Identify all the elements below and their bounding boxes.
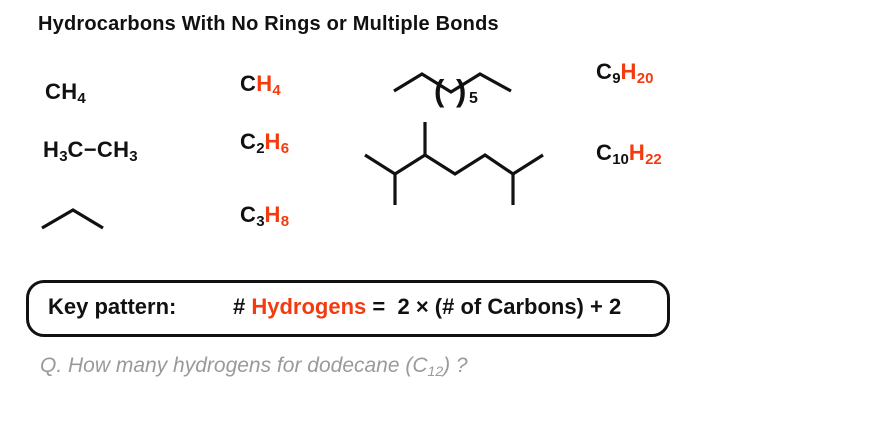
methane-molecular-formula: CH4 [240,71,281,99]
decane-molecular-formula: C10H22 [596,140,662,168]
propane-molecular-formula: C3H8 [240,202,290,230]
equation-rest: = 2 × (# of Carbons) + 2 [366,294,622,319]
decane-chain-line [364,153,544,176]
key-pattern-label: Key pattern: [48,294,177,319]
repeat-count-subscript: 5 [469,90,478,107]
repeat-close-paren: ) [456,73,466,108]
practice-question: Q. How many hydrogens for dodecane (C12)… [40,354,468,379]
propane-chain-line [41,208,104,230]
methane-condensed-formula: CH4 [45,79,86,107]
hash-symbol: # [233,294,252,319]
nonane-molecular-formula: C9H20 [596,59,654,87]
key-pattern-box: Key pattern: # Hydrogens = 2 × (# of Car… [26,280,670,337]
repeat-open-paren: ( [434,73,445,108]
propane-skeletal-structure [41,208,104,230]
page-title: Hydrocarbons With No Rings or Multiple B… [38,13,499,35]
key-pattern-equation: # Hydrogens = 2 × (# of Carbons) + 2 [233,296,621,318]
trimethylheptane-skeletal-structure [364,122,544,205]
ethane-molecular-formula: C2H6 [240,129,290,157]
nonane-skeletal-structure: ( ) 5 [393,72,512,108]
hydrogens-word: Hydrogens [251,294,367,319]
ethane-condensed-formula: H3C−CH3 [43,137,138,165]
nonane-chain-line [393,72,512,94]
